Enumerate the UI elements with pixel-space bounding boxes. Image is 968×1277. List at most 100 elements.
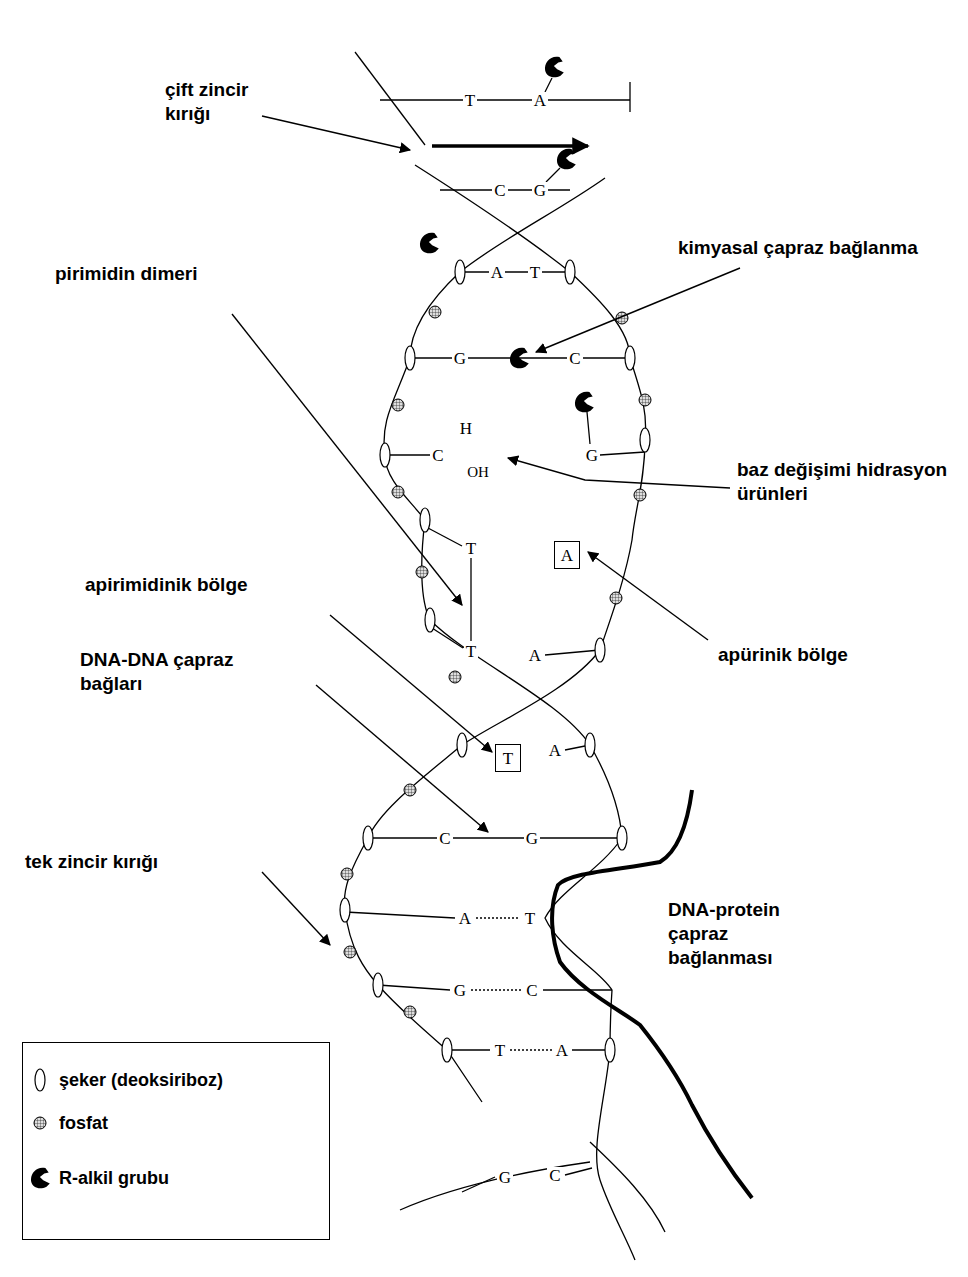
rung xyxy=(476,917,520,918)
callout-label: apürinik bölge xyxy=(718,643,918,667)
leader-arrow xyxy=(316,685,488,832)
backbone xyxy=(545,745,635,1260)
alkyl-group xyxy=(545,57,564,78)
backbone xyxy=(355,52,425,145)
rung xyxy=(587,412,590,444)
rung xyxy=(629,82,630,112)
phosphate xyxy=(634,489,646,501)
rung xyxy=(543,989,612,990)
base-letter: T xyxy=(464,643,478,660)
sugar xyxy=(605,1038,615,1062)
base-letter: A xyxy=(457,910,473,927)
base-letter: A xyxy=(547,742,563,759)
sugar xyxy=(457,733,467,757)
callout-label: apirimidinik bölge xyxy=(85,573,325,597)
leader-arrow xyxy=(588,552,708,640)
legend-entry: fosfat xyxy=(31,1108,108,1138)
sugar xyxy=(35,1069,45,1091)
phosphate xyxy=(416,566,428,578)
rung xyxy=(380,99,630,100)
sugar xyxy=(625,346,635,370)
alkyl-group xyxy=(420,233,439,254)
base-letter: T xyxy=(503,750,513,767)
leader-arrow xyxy=(536,268,740,352)
base-letter: C xyxy=(437,830,452,847)
legend-sample xyxy=(31,1163,53,1193)
base-letter: C xyxy=(547,1167,562,1184)
base-letter: A xyxy=(532,92,548,109)
legend-sample xyxy=(31,1065,53,1095)
base-letter: C xyxy=(567,350,582,367)
sugars-phosphates xyxy=(340,260,651,1062)
rung xyxy=(565,1168,592,1175)
sugar xyxy=(380,443,390,467)
phosphate xyxy=(429,306,441,318)
sugar xyxy=(420,508,430,532)
legend-text: şeker (deoksiriboz) xyxy=(59,1070,223,1091)
leader-arrow xyxy=(262,116,410,150)
sugar xyxy=(617,826,627,850)
sugar xyxy=(585,733,595,757)
base-letter: A xyxy=(561,547,573,564)
rung xyxy=(428,528,462,546)
sugar xyxy=(340,898,350,922)
phosphate xyxy=(392,486,404,498)
base-letter: C xyxy=(524,982,539,999)
base-letter: G xyxy=(497,1169,513,1186)
sugar-phosphate-backbone xyxy=(344,52,665,1260)
phosphate xyxy=(34,1117,46,1129)
phosphate xyxy=(610,592,622,604)
alkyl-group xyxy=(557,149,576,170)
alkyl-groups xyxy=(420,57,594,413)
base-letter: G xyxy=(584,447,600,464)
leader-arrow xyxy=(262,872,330,945)
base-letter: H xyxy=(458,420,474,437)
rung xyxy=(345,912,455,918)
legend-entry: R-alkil grubu xyxy=(31,1163,169,1193)
legend-text: R-alkil grubu xyxy=(59,1168,169,1189)
base-letter: G xyxy=(452,982,468,999)
legend-entry: şeker (deoksiriboz) xyxy=(31,1065,223,1095)
sugar xyxy=(373,973,383,997)
phosphate xyxy=(341,868,353,880)
sugar xyxy=(363,826,373,850)
rung xyxy=(447,1049,490,1050)
rung xyxy=(471,989,521,990)
callout-label: tek zincir kırığı xyxy=(25,850,245,874)
thick-arrow xyxy=(432,144,588,148)
sugar xyxy=(565,260,575,284)
base-letter: G xyxy=(532,182,548,199)
rung xyxy=(462,1177,495,1192)
phosphate xyxy=(449,671,461,683)
base-letter: C xyxy=(492,182,507,199)
backbone xyxy=(400,1162,590,1210)
sugar xyxy=(455,260,465,284)
base-letter: T xyxy=(523,910,537,927)
rung xyxy=(378,985,450,990)
callout-label: DNA-protein çapraz bağlanması xyxy=(668,898,803,969)
alkyl-group xyxy=(510,348,529,369)
leader-arrow xyxy=(508,458,730,488)
sugar xyxy=(442,1038,452,1062)
boxed-base: A xyxy=(554,541,580,569)
boxed-base: T xyxy=(495,744,521,772)
callout-label: pirimidin dimeri xyxy=(55,262,255,286)
sugar xyxy=(595,638,605,662)
base-letter: A xyxy=(554,1042,570,1059)
base-letter: G xyxy=(452,350,468,367)
base-letter: T xyxy=(464,540,478,557)
base-letter: T xyxy=(528,264,542,281)
alkyl-group xyxy=(31,1168,50,1189)
base-letter: G xyxy=(524,830,540,847)
legend-sample xyxy=(31,1108,53,1138)
rung xyxy=(385,454,430,455)
base-pair-rungs xyxy=(345,78,645,1192)
leader-arrow xyxy=(330,615,492,752)
base-letter: OH xyxy=(465,465,491,480)
rung xyxy=(572,1049,610,1050)
phosphate xyxy=(404,784,416,796)
rung xyxy=(510,1049,552,1050)
rung xyxy=(546,168,560,182)
backbone xyxy=(462,272,646,745)
base-letter: A xyxy=(489,264,505,281)
